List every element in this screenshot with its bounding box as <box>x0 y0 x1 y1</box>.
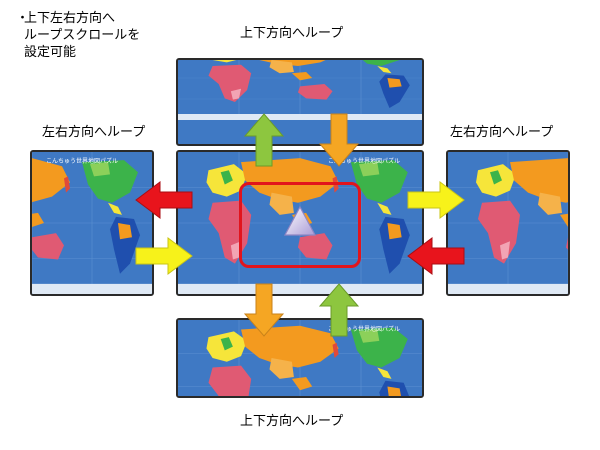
world-map-image <box>178 60 422 120</box>
map-title-label: こんちゅう世界地図パズル <box>328 158 401 165</box>
note-bullet: ・ <box>16 11 30 26</box>
arrow-up-icon <box>318 283 360 337</box>
map-left-copy: こんちゅう世界地図パズル <box>30 150 154 296</box>
map-title-label: こんちゅう世界地図パズル <box>46 158 119 165</box>
map-title-label: こんちゅう世界地図パズル <box>328 326 401 333</box>
map-bottom-copy: こんちゅう世界地図パズル <box>176 318 424 398</box>
label-left-horizontal-loop: 左右方向へループ <box>42 125 146 140</box>
triangle-cursor-icon <box>283 205 317 236</box>
note-text-1: 上下左右方向へ <box>24 11 116 26</box>
note-line-3: 設定可能 <box>24 45 77 60</box>
arrow-left-icon <box>407 237 465 275</box>
label-top-vertical-loop: 上下方向へループ <box>240 26 344 41</box>
arrow-down-icon <box>243 283 285 337</box>
arrow-right-icon <box>407 181 465 219</box>
arrow-right-icon <box>135 237 193 275</box>
feature-note: ・上下左右方向へ ループスクロールを 設定可能 <box>16 10 141 61</box>
viewport-frame <box>239 182 361 268</box>
arrow-down-icon <box>318 113 360 167</box>
world-map-image <box>448 152 568 294</box>
label-bottom-vertical-loop: 上下方向へループ <box>240 414 344 429</box>
note-line-2: ループスクロールを <box>24 28 141 43</box>
arrow-left-icon <box>135 181 193 219</box>
map-right-copy <box>446 150 570 296</box>
note-line-1: ・上下左右方向へ <box>16 10 140 27</box>
map-top-copy <box>176 58 424 146</box>
label-right-horizontal-loop: 左右方向へループ <box>450 125 554 140</box>
arrow-up-icon <box>243 113 285 167</box>
